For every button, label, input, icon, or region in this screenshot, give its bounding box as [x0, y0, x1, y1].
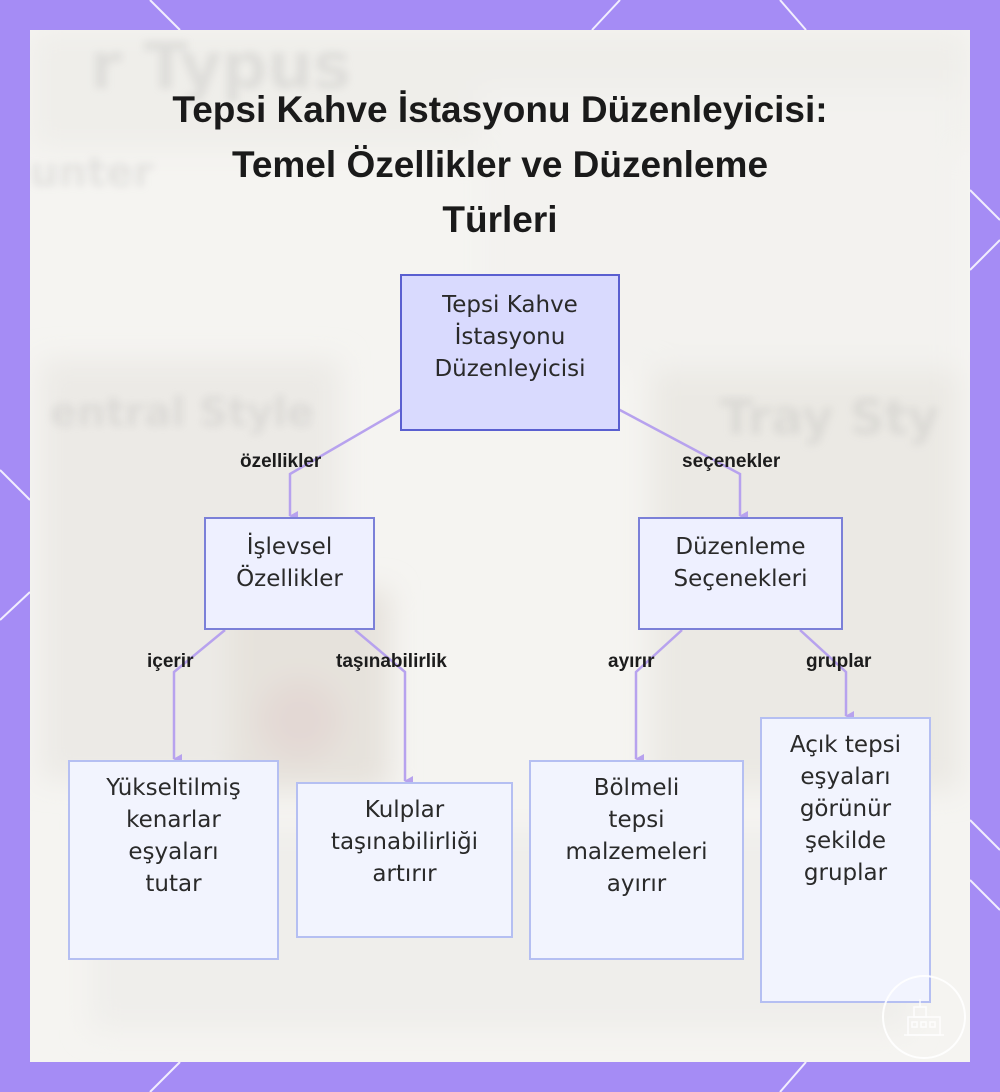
organizing-options-node: Düzenleme Seçenekleri	[638, 517, 843, 630]
edge-root-functional	[288, 407, 403, 521]
title-line-1: Tepsi Kahve İstasyonu Düzenleyicisi:	[172, 89, 828, 130]
raised-edges-label: Yükseltilmiş kenarlar eşyaları tutar	[106, 775, 241, 897]
open-tray-label: Açık tepsi eşyaları görünür şekilde grup…	[789, 732, 902, 886]
functional-features-node: İşlevsel Özellikler	[204, 517, 375, 630]
edge-label-groups: gruplar	[806, 651, 872, 672]
handles-label: Kulplar taşınabilirliği artırır	[330, 797, 479, 887]
edge-label-separates: ayırır	[608, 651, 655, 672]
title-line-2: Temel Özellikler ve Düzenleme	[231, 144, 769, 185]
edge-functional-raised	[172, 629, 226, 764]
edge-organizing-compartment	[634, 629, 683, 764]
root-node-label: Tepsi Kahve İstasyonu Düzenleyicisi	[434, 292, 586, 382]
root-node: Tepsi Kahve İstasyonu Düzenleyicisi	[400, 274, 620, 431]
raised-edges-node: Yükseltilmiş kenarlar eşyaları tutar	[68, 760, 279, 960]
edge-functional-handles	[354, 629, 413, 786]
title-line-3: Türleri	[442, 199, 558, 240]
functional-features-label: İşlevsel Özellikler	[236, 534, 343, 592]
edge-label-features: özellikler	[240, 451, 322, 472]
watermark-logo	[882, 975, 966, 1059]
compartment-tray-node: Bölmeli tepsi malzemeleri ayırır	[529, 760, 744, 960]
handles-node: Kulplar taşınabilirliği artırır	[296, 782, 513, 938]
edge-organizing-open	[799, 629, 854, 721]
edge-label-contains: içerir	[147, 651, 194, 672]
diagram-title: Tepsi Kahve İstasyonu Düzenleyicisi: Tem…	[0, 82, 1000, 247]
open-tray-node: Açık tepsi eşyaları görünür şekilde grup…	[760, 717, 931, 1003]
organizing-options-label: Düzenleme Seçenekleri	[673, 534, 808, 592]
edge-label-portability: taşınabilirlik	[336, 651, 447, 672]
edge-label-options: seçenekler	[682, 451, 781, 472]
edge-root-organizing	[617, 407, 748, 521]
compartment-tray-label: Bölmeli tepsi malzemeleri ayırır	[565, 775, 708, 897]
building-icon	[904, 999, 944, 1036]
